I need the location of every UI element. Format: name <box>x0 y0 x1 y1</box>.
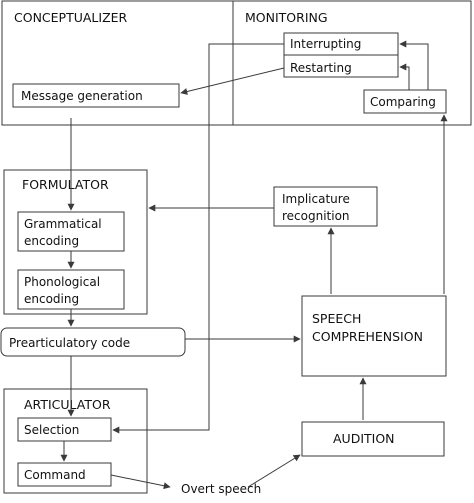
implicature-line1: Implicature <box>282 192 350 206</box>
interrupting-label: Interrupting <box>290 37 361 51</box>
connectors <box>60 40 448 490</box>
implicature-line2: recognition <box>282 209 350 223</box>
interrupting-box: Interrupting <box>283 32 399 56</box>
articulator-panel: ARTICULATOR <box>3 388 148 494</box>
comparing-label: Comparing <box>370 95 436 109</box>
conceptualizer-title: CONCEPTUALIZER <box>14 10 128 25</box>
selection-box: Selection <box>17 417 112 442</box>
restarting-box: Restarting <box>283 54 399 78</box>
formulator-panel: FORMULATOR <box>3 169 148 315</box>
speech-comprehension-line1: SPEECH <box>312 311 361 326</box>
overt-speech-label: Overt speech <box>181 482 261 496</box>
monitoring-title: MONITORING <box>245 10 328 25</box>
command-box: Command <box>17 462 112 487</box>
phonological-encoding-box: Phonological encoding <box>17 269 125 310</box>
grammatical-encoding-line2: encoding <box>24 234 79 248</box>
monitoring-panel: MONITORING <box>232 0 472 126</box>
speech-comprehension-box: SPEECH COMPREHENSION <box>301 295 447 377</box>
grammatical-encoding-line1: Grammatical <box>24 217 102 231</box>
line-command-to-overt-speech <box>110 474 171 490</box>
restarting-label: Restarting <box>290 61 352 75</box>
articulator-title: ARTICULATOR <box>24 397 111 412</box>
prearticulatory-code-label: Prearticulatory code <box>9 336 130 350</box>
phonological-encoding-line1: Phonological <box>24 275 100 289</box>
arrow-restarting-to-message <box>180 67 285 95</box>
arrow-comparing-to-interrupting <box>399 40 429 90</box>
grammatical-encoding-box: Grammatical encoding <box>17 211 125 252</box>
command-label: Command <box>24 468 86 482</box>
arrow-interrupting-to-selection <box>112 43 284 434</box>
phonological-encoding-line2: encoding <box>24 292 79 306</box>
audition-label: AUDITION <box>333 431 395 446</box>
message-generation-label: Message generation <box>21 89 143 103</box>
audition-box: AUDITION <box>301 421 445 457</box>
arrow-comparing-to-restarting <box>399 63 410 90</box>
implicature-recognition-box: Implicature recognition <box>273 186 378 227</box>
prearticulatory-code-box: Prearticulatory code <box>0 327 186 357</box>
formulator-title: FORMULATOR <box>22 177 109 192</box>
arrow-overt-speech-to-audition <box>247 454 301 488</box>
comparing-box: Comparing <box>363 89 447 114</box>
selection-label: Selection <box>24 423 79 437</box>
speech-comprehension-line2: COMPREHENSION <box>312 329 423 344</box>
message-generation-box: Message generation <box>12 83 180 108</box>
